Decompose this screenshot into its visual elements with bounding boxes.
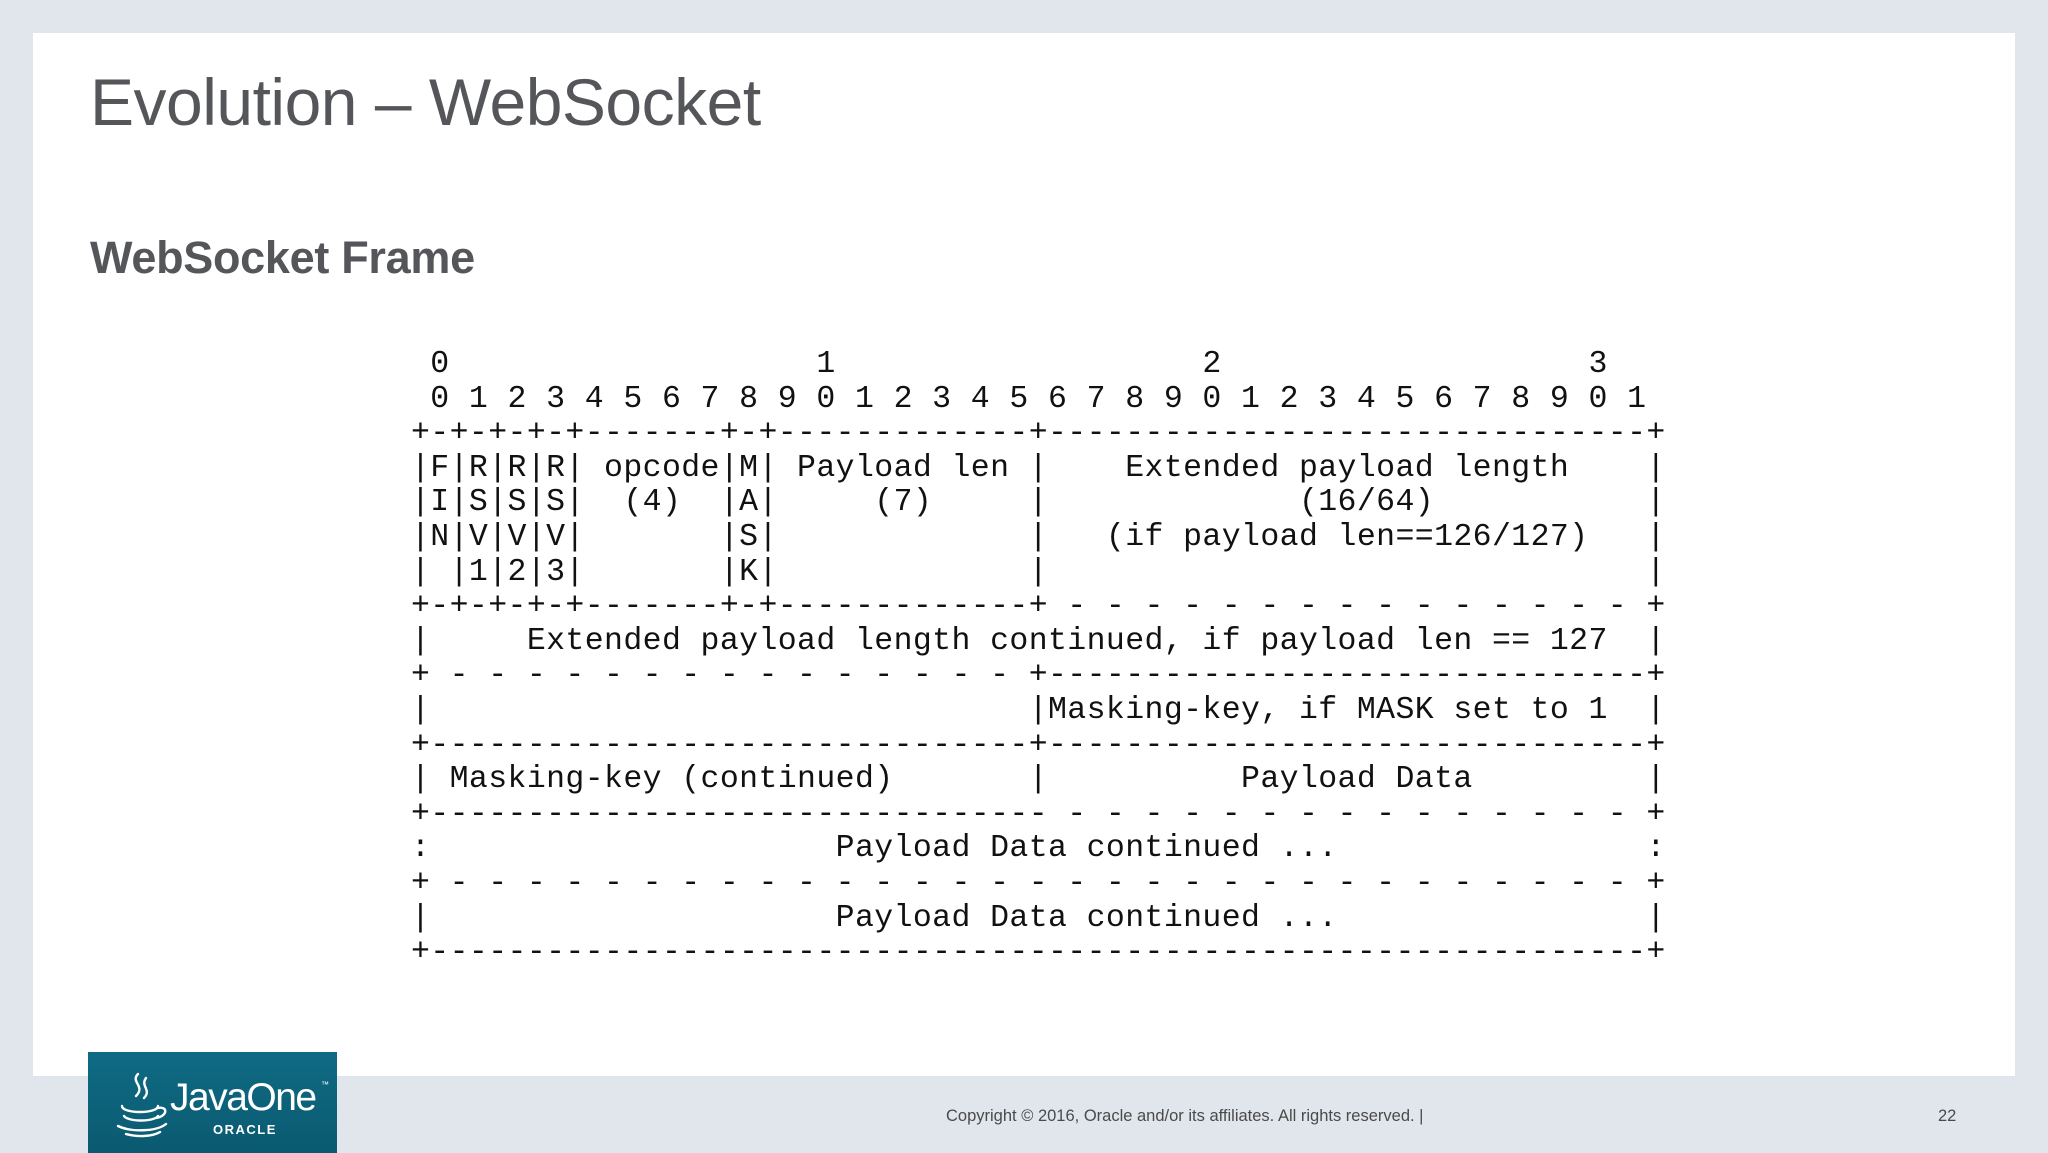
- slide-subtitle: WebSocket Frame: [90, 232, 475, 283]
- javaone-wordmark: JavaOne: [170, 1076, 317, 1119]
- page-number: 22: [1938, 1107, 1957, 1125]
- websocket-frame-diagram: 0 1 2 3 0 1 2 3 4 5 6 7 8 9 0 1 2 3 4 5 …: [411, 347, 1666, 971]
- copyright-notice: Copyright © 2016, Oracle and/or its affi…: [946, 1107, 1424, 1125]
- slide-title: Evolution – WebSocket: [90, 65, 761, 139]
- slide-canvas: [33, 33, 2015, 1076]
- trademark-symbol: ™: [321, 1080, 329, 1089]
- java-coffee-cup-icon: [116, 1072, 168, 1138]
- oracle-wordmark: ORACLE: [213, 1122, 277, 1137]
- javaone-logo: JavaOne ™ ORACLE: [88, 1052, 337, 1153]
